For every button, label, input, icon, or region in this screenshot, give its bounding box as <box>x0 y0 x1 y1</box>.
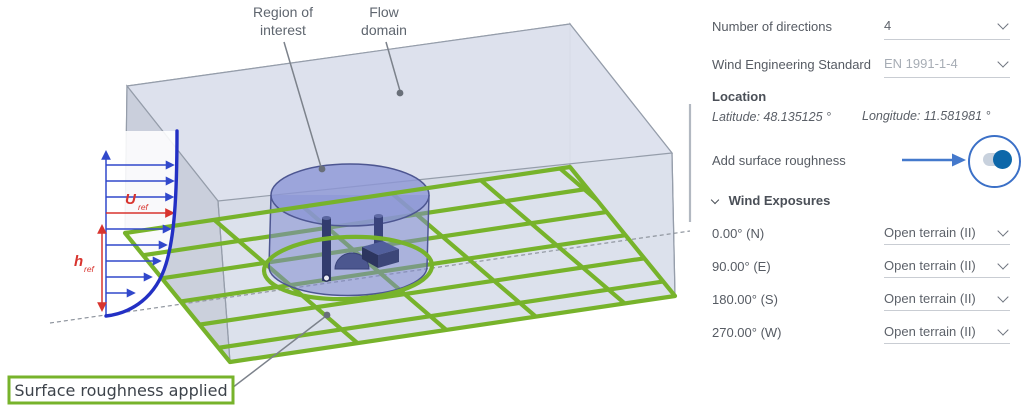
chevron-down-icon <box>997 291 1009 303</box>
exposure-row-west: 270.00° (W) Open terrain (II) <box>712 324 1012 344</box>
location-heading: Location <box>712 89 767 104</box>
exposure-south-value: Open terrain (II) <box>884 291 976 306</box>
roughness-floor-border <box>122 164 678 365</box>
wind-standard-value: EN 1991-1-4 <box>884 56 958 71</box>
wind-standard-row: Wind Engineering Standard EN 1991-1-4 <box>712 56 1012 78</box>
flow-domain-label-line1: Flow <box>369 4 399 20</box>
toggle-highlight-circle <box>968 135 1021 188</box>
surface-roughness-callout-text: Surface roughness applied <box>14 381 227 400</box>
wind-exposures-heading-text: Wind Exposures <box>728 193 831 208</box>
annotation-leaders <box>231 41 401 389</box>
exposure-north-label: 0.00° (N) <box>712 226 765 241</box>
exposure-row-north: 0.00° (N) Open terrain (II) <box>712 225 1012 245</box>
wind-standard-label: Wind Engineering Standard <box>712 57 871 72</box>
exposure-row-east: 90.00° (E) Open terrain (II) <box>712 258 1012 278</box>
exposure-west-label: 270.00° (W) <box>712 325 782 340</box>
region-of-interest-label-line1: Region of <box>253 4 313 20</box>
wind-exposures-header[interactable]: Wind Exposures <box>710 193 831 208</box>
exposure-west-value: Open terrain (II) <box>884 324 976 339</box>
exposure-south-select[interactable]: Open terrain (II) <box>884 291 1010 311</box>
roi-buildings <box>322 214 399 282</box>
chevron-down-icon <box>997 56 1009 68</box>
surface-roughness-callout: Surface roughness applied <box>7 375 235 405</box>
number-of-directions-select[interactable]: 4 <box>884 18 1010 40</box>
flow-domain-label-line2: domain <box>361 22 407 38</box>
roughness-leader-dot <box>323 311 331 319</box>
exposure-east-label: 90.00° (E) <box>712 259 771 274</box>
number-of-directions-row: Number of directions 4 <box>712 18 1012 40</box>
u-ref-sub: ref <box>138 202 150 212</box>
exposure-row-south: 180.00° (S) Open terrain (II) <box>712 291 1012 311</box>
number-of-directions-value: 4 <box>884 18 892 33</box>
roi-ground-circle <box>261 234 435 302</box>
exposure-east-select[interactable]: Open terrain (II) <box>884 258 1010 278</box>
chevron-down-icon <box>997 258 1009 270</box>
flow-leader-dot <box>396 89 404 97</box>
add-surface-roughness-label: Add surface roughness <box>712 153 846 168</box>
exposure-south-label: 180.00° (S) <box>712 292 778 307</box>
region-leader-dot <box>318 165 326 173</box>
h-ref-label: h <box>74 253 83 270</box>
chevron-down-icon <box>997 324 1009 336</box>
longitude-value: Longitude: 11.581981 ° <box>862 109 991 123</box>
location-coordinates: Latitude: 48.135125 ° Longitude: 11.5819… <box>712 109 1012 124</box>
collapse-chevron-icon <box>710 195 720 205</box>
boundary-layer-curve <box>104 129 179 318</box>
wind-velocity-profile: U ref h ref <box>74 129 179 318</box>
exposure-west-select[interactable]: Open terrain (II) <box>884 324 1010 344</box>
wind-standard-select: EN 1991-1-4 <box>884 56 1010 78</box>
chevron-down-icon <box>997 18 1009 30</box>
inlet-plane <box>106 131 177 316</box>
latitude-value: Latitude: 48.135125 ° <box>712 110 831 124</box>
flow-domain-diagram: U ref h ref Region of interest Flow doma… <box>7 4 692 405</box>
add-surface-roughness-row: Add surface roughness <box>712 152 1012 168</box>
wind-settings-panel: Number of directions 4 Wind Engineering … <box>700 0 1024 406</box>
exposure-east-value: Open terrain (II) <box>884 258 976 273</box>
h-ref-sub: ref <box>84 264 96 274</box>
region-of-interest-cylinder <box>268 163 430 297</box>
chevron-down-icon <box>997 225 1009 237</box>
toggle-pointer-arrow <box>902 153 966 167</box>
exposure-north-select[interactable]: Open terrain (II) <box>884 225 1010 245</box>
number-of-directions-label: Number of directions <box>712 19 832 34</box>
u-ref-label: U <box>125 191 137 208</box>
exposure-north-value: Open terrain (II) <box>884 225 976 240</box>
region-of-interest-label-line2: interest <box>260 22 306 38</box>
